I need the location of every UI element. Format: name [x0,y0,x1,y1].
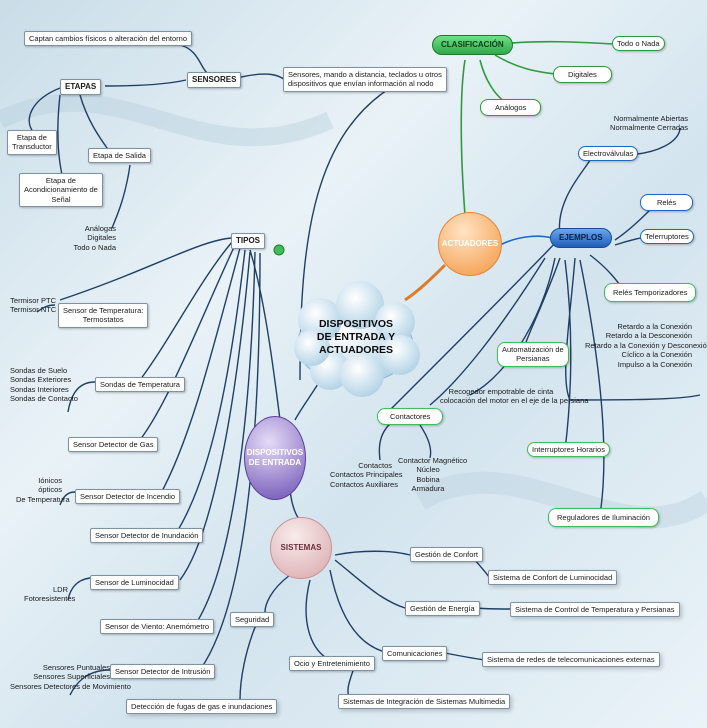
etapas-node[interactable]: ETAPAS [60,79,102,95]
sistema-energia[interactable]: Gestión de Energía [405,601,480,617]
sistema-seguridad-desc: Detección de fugas de gas e inundaciones [126,699,278,715]
ejemplos-node[interactable]: EJEMPLOS [550,228,612,248]
sistema-comunicaciones-desc: Sistema de redes de telecomunicaciones e… [482,652,660,668]
expand-icon[interactable] [273,244,285,256]
ejemplo-contactores: Contactores [377,408,444,426]
ejemplo-telerruptores: Telerruptores [640,229,694,245]
sensor-gas[interactable]: Sensor Detector de Gas [68,437,159,453]
center-cloud [294,281,420,397]
ejemplo-reguladores: Reguladores de Iluminación [548,508,659,528]
ejemplo-electrovalvulas: Electroválvulas [578,146,639,162]
sistema-ocio-desc: Sistemas de Integración de Sistemas Mult… [338,694,511,710]
sondas-temperatura[interactable]: Sondas de Temperatura [95,377,185,393]
sensor-intrusion[interactable]: Sensor Detector de Intrusión [110,664,216,680]
sensor-luminosidad[interactable]: Sensor de Luminocidad [90,575,179,591]
actuadores-circle[interactable]: ACTUADORES [438,212,502,276]
ejemplo-reles-temporizadores: Relés Temporizadores [604,283,697,303]
sensores-desc: Sensores, mando a distancia, teclados u … [283,67,447,92]
clasif-analogos: Análogos [480,99,542,117]
tipos-node[interactable]: TIPOS [231,233,266,249]
sensor-temperatura-termostatos[interactable]: Sensor de Temperatura:Termostatos [58,303,149,328]
sistema-confort-desc: Sistema de Confort de Luminocidad [488,570,618,586]
sensor-viento[interactable]: Sensor de Viento: Anemómetro [100,619,215,635]
sistema-ocio[interactable]: Ocio y Entretenimiento [289,656,375,672]
sensor-inundacion[interactable]: Sensor Detector de Inundación [90,528,204,544]
sistema-seguridad[interactable]: Seguridad [230,612,275,628]
sensor-incendio[interactable]: Sensor Detector de Incendio [75,489,181,505]
clasif-todo-nada: Todo o Nada [612,36,665,52]
captan-note: Captan cambios físicos o alteración del … [24,31,193,47]
ejemplo-reles: Relés [640,194,694,212]
etapa-salida: Etapa de Salida [88,148,151,164]
clasificacion-node[interactable]: CLASIFICACIÓN [432,35,513,55]
clasif-digitales: Digitales [553,66,612,84]
entrada-circle[interactable]: DISPOSITIVOS DE ENTRADA [244,416,306,500]
center-title: DISPOSITIVOS DE ENTRADA Y ACTUADORES [316,318,396,357]
sistema-energia-desc: Sistema de Control de Temperatura y Pers… [510,602,680,618]
ejemplo-interruptores: Interruptores Horarios [527,442,610,458]
sensores-node[interactable]: SENSORES [187,72,242,88]
sistema-confort[interactable]: Gestión de Confort [410,547,483,563]
sistemas-circle[interactable]: SISTEMAS [270,517,332,579]
sistema-comunicaciones[interactable]: Comunicaciones [382,646,448,662]
